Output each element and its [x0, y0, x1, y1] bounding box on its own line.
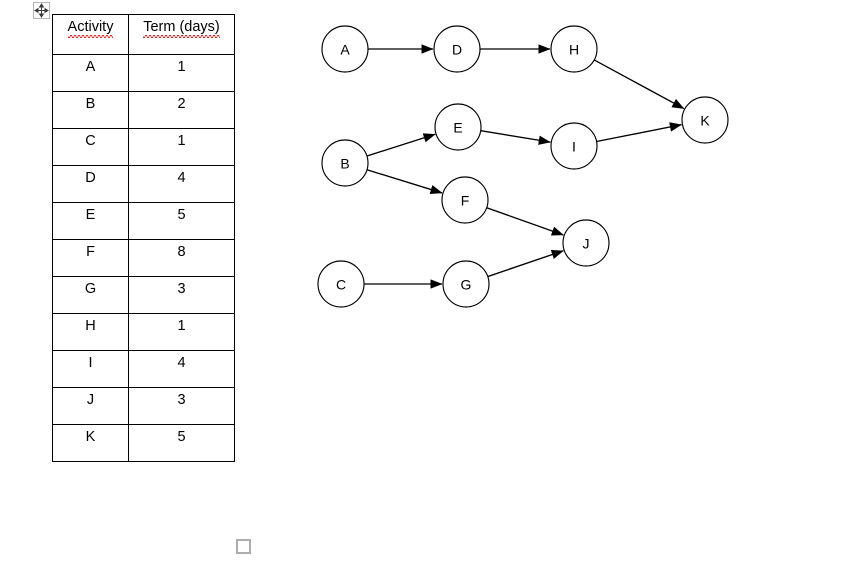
table-header-row: Activity Term (days)	[52, 14, 235, 55]
cell-activity: C	[52, 128, 129, 166]
cell-activity: I	[52, 350, 129, 388]
node-circle-j	[562, 219, 610, 267]
node-i[interactable]: I	[550, 122, 598, 170]
node-label-g: G	[461, 277, 472, 293]
cell-term: 4	[128, 165, 235, 203]
cell-activity: A	[52, 54, 129, 92]
node-label-j: J	[583, 236, 590, 252]
table-resize-handle[interactable]	[236, 539, 251, 554]
edge-h-to-k	[593, 59, 685, 110]
column-header-term-text: Term (days)	[143, 19, 220, 38]
column-header-activity: Activity	[52, 14, 129, 55]
node-circle-e	[434, 103, 482, 151]
move-four-arrow-icon	[34, 3, 49, 18]
cell-activity: D	[52, 165, 129, 203]
edge-b-to-f	[366, 169, 443, 195]
node-g[interactable]: G	[442, 260, 490, 308]
node-circle-g	[442, 260, 490, 308]
node-a[interactable]: A	[321, 25, 369, 73]
cell-term: 4	[128, 350, 235, 388]
node-circle-c	[317, 260, 365, 308]
cell-activity: K	[52, 424, 129, 462]
node-d[interactable]: D	[433, 25, 481, 73]
cell-activity: J	[52, 387, 129, 425]
node-label-i: I	[572, 139, 576, 155]
node-c[interactable]: C	[317, 260, 365, 308]
edge-e-to-i	[480, 130, 551, 145]
diagram-edge-layer	[364, 44, 685, 289]
node-label-k: K	[700, 113, 710, 129]
node-circle-i	[550, 122, 598, 170]
cell-activity: H	[52, 313, 129, 351]
node-j[interactable]: J	[562, 219, 610, 267]
node-label-a: A	[340, 42, 350, 58]
edge-g-to-j	[487, 250, 564, 278]
node-label-e: E	[453, 120, 462, 136]
node-circle-f	[441, 176, 489, 224]
cell-activity: E	[52, 202, 129, 240]
node-circle-h	[550, 25, 598, 73]
edge-f-to-j	[486, 207, 564, 236]
node-circle-k	[681, 96, 729, 144]
column-header-term: Term (days)	[128, 14, 235, 55]
node-e[interactable]: E	[434, 103, 482, 151]
node-label-c: C	[336, 277, 346, 293]
column-header-activity-text: Activity	[67, 19, 114, 38]
edge-i-to-k	[596, 122, 682, 143]
node-circle-d	[433, 25, 481, 73]
edge-b-to-e	[366, 133, 436, 157]
cell-term: 1	[128, 128, 235, 166]
node-label-b: B	[340, 156, 349, 172]
node-circle-b	[321, 139, 369, 187]
table-move-handle[interactable]	[33, 2, 50, 19]
cell-term: 3	[128, 276, 235, 314]
diagram-node-layer: A D H K B E I F J C G	[317, 25, 729, 308]
cell-term: 1	[128, 313, 235, 351]
cell-term: 3	[128, 387, 235, 425]
node-f[interactable]: F	[441, 176, 489, 224]
cell-activity: G	[52, 276, 129, 314]
node-circle-a	[321, 25, 369, 73]
cell-term: 1	[128, 54, 235, 92]
node-h[interactable]: H	[550, 25, 598, 73]
cell-term: 2	[128, 91, 235, 129]
node-label-f: F	[461, 193, 470, 209]
node-label-h: H	[569, 42, 579, 58]
cell-term: 8	[128, 239, 235, 277]
node-k[interactable]: K	[681, 96, 729, 144]
cell-activity: F	[52, 239, 129, 277]
node-b[interactable]: B	[321, 139, 369, 187]
node-label-d: D	[452, 42, 462, 58]
cell-term: 5	[128, 424, 235, 462]
